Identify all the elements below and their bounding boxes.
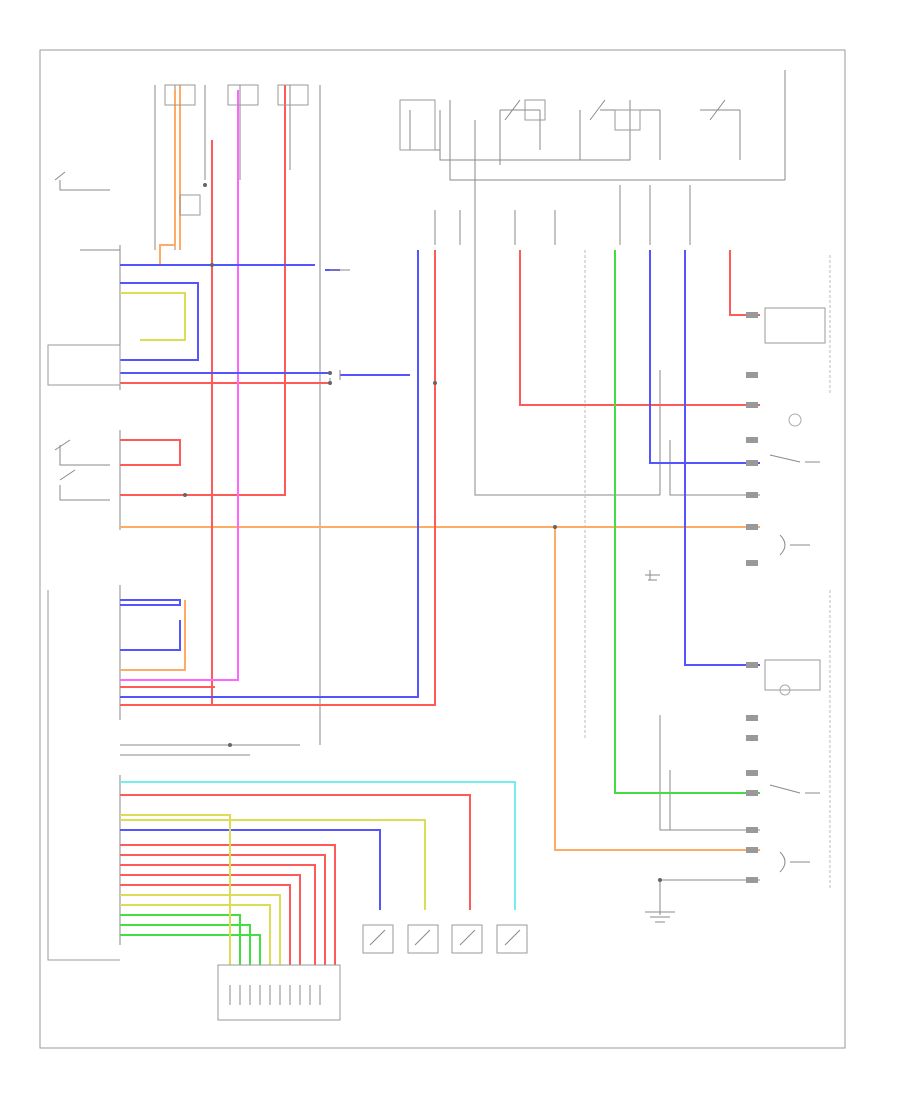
- lock-motor-icon-1: [779, 534, 810, 556]
- door-lock-actuator-fr: [496, 924, 528, 954]
- diagram-frame: [39, 49, 846, 1049]
- terminal-ticks: [746, 312, 758, 883]
- front-door-switch-icon: [769, 454, 820, 463]
- ground-symbol-2: [645, 574, 660, 581]
- door-lock-actuator-fl: [451, 924, 483, 954]
- fuse-block-3: [277, 84, 309, 106]
- components: [47, 84, 826, 1021]
- door-lock-actuator-rr: [362, 924, 394, 954]
- junction-dots: [183, 183, 662, 882]
- door-mirror-box: [764, 659, 821, 691]
- key-warning-lamp: [764, 307, 826, 344]
- fuse-block-4: [399, 99, 436, 151]
- rear-door-switch-icon: [769, 784, 820, 794]
- room-lamp-icon: [788, 413, 802, 427]
- relay-line: [329, 269, 350, 385]
- ground-wires: [59, 70, 831, 945]
- colored-wires: [120, 85, 760, 965]
- door-lock-actuator-rl: [407, 924, 439, 954]
- lamp-icon-bottom: [779, 684, 791, 696]
- rear-defogger-switch-icon: [54, 171, 76, 481]
- fuse-block-5: [179, 194, 201, 216]
- combination-meter-box: [47, 344, 121, 386]
- fuse-block-2: [227, 84, 259, 106]
- ground-symbol-1: [645, 911, 675, 923]
- ignition-switch-box: [524, 99, 546, 121]
- data-link-connector: [217, 964, 341, 1021]
- fuse-block-1: [164, 84, 196, 106]
- door-key-cyl-box: [614, 109, 641, 131]
- lock-motor-icon-2: [779, 851, 810, 873]
